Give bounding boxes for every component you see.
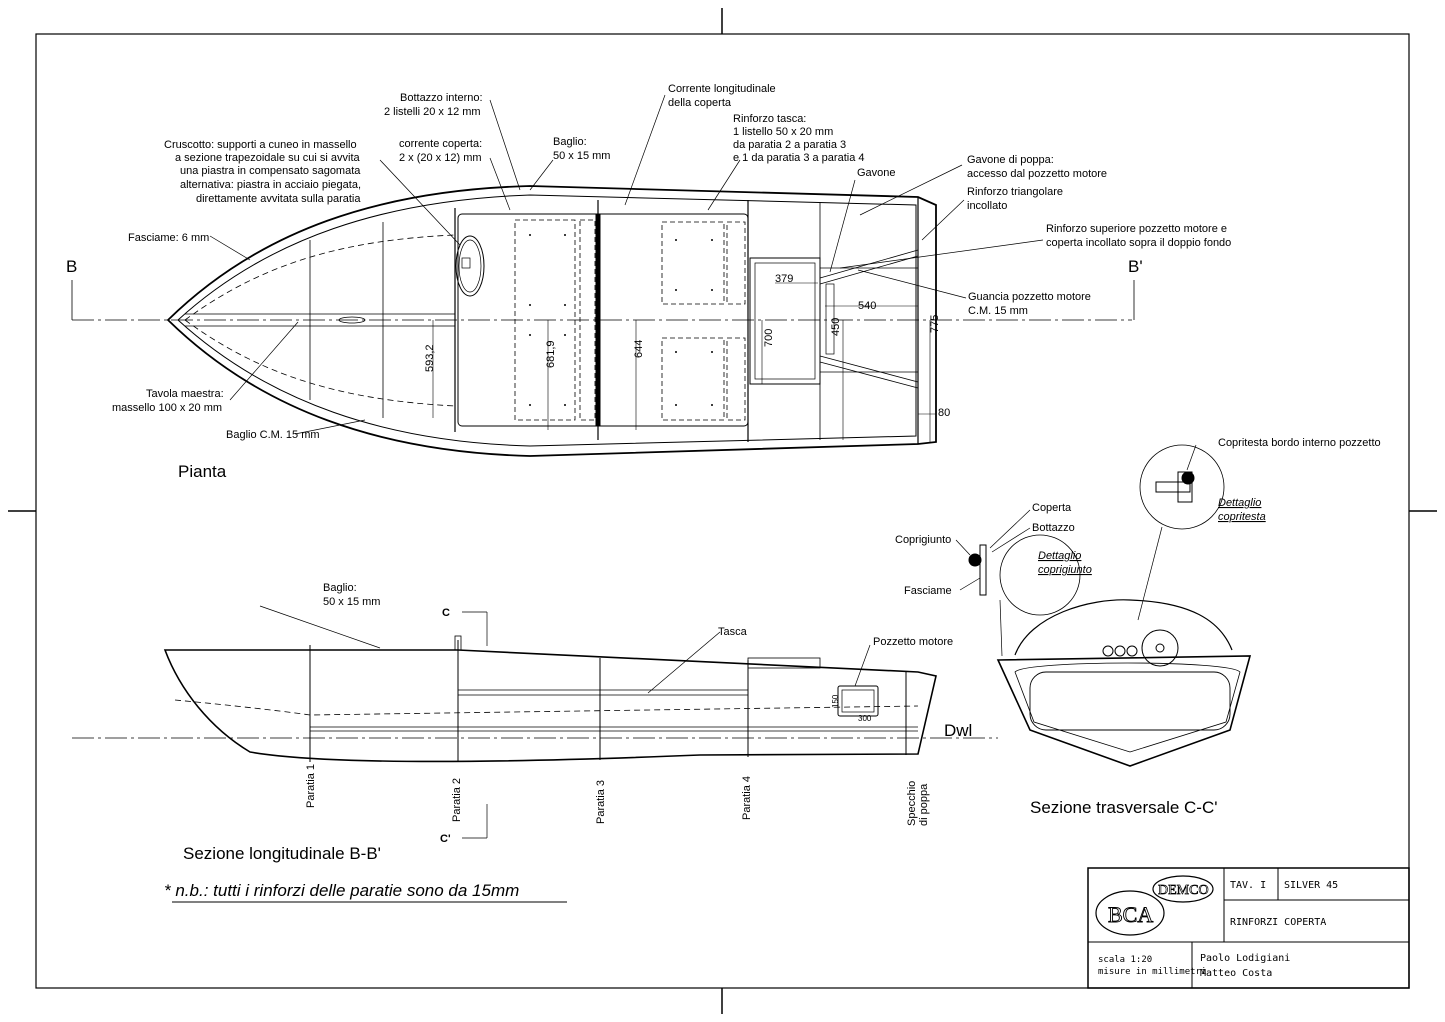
logo-demco: DEMCO bbox=[1158, 883, 1209, 898]
label-guancia-2: C.M. 15 mm bbox=[968, 305, 1028, 317]
label-corrente-coperta-1: corrente coperta: bbox=[399, 138, 482, 150]
transversal-section bbox=[955, 444, 1252, 767]
dim-300: 300 bbox=[858, 714, 872, 723]
label-cruscotto-5: direttamente avvitata sulla paratia bbox=[196, 193, 361, 205]
title-block bbox=[1087, 867, 1410, 989]
label-corrente-longitudinale-1: Corrente longitudinale bbox=[668, 83, 776, 95]
dim-700: 700 bbox=[763, 329, 775, 347]
dim-775: 775 bbox=[929, 315, 941, 333]
logo-demco-ellipse bbox=[1152, 875, 1214, 903]
plan-view bbox=[71, 94, 1135, 457]
logo-bca: BCA bbox=[1108, 902, 1153, 927]
dim-379: 379 bbox=[775, 273, 793, 285]
detail-circle-coprigiunto bbox=[999, 534, 1081, 616]
tb-scale: scala 1:20 bbox=[1098, 955, 1152, 965]
label-cruscotto-1: Cruscotto: supporti a cuneo in massello bbox=[164, 139, 357, 151]
label-rinforzo-tasca-3: da paratia 2 a paratia 3 bbox=[733, 139, 846, 151]
label-dettaglio-copritesta-1: Dettaglio bbox=[1218, 497, 1261, 509]
dim-450: 450 bbox=[830, 318, 842, 336]
tb-author-2: Matteo Costa bbox=[1200, 968, 1272, 979]
label-baglio-2: 50 x 15 mm bbox=[553, 150, 610, 162]
label-long-baglio-1: Baglio: bbox=[323, 582, 357, 594]
label-coprigiunto: Coprigiunto bbox=[895, 534, 951, 546]
label-bottazzo-interno-2: 2 listelli 20 x 12 mm bbox=[384, 106, 481, 118]
label-tavola-maestra-1: Tavola maestra: bbox=[146, 388, 224, 400]
section-letter-b-prime: B' bbox=[1128, 257, 1143, 276]
longitudinal-title: Sezione longitudinale B-B' bbox=[183, 844, 381, 863]
transversal-title: Sezione trasversale C-C' bbox=[1030, 798, 1217, 817]
label-paratia-4: Paratia 4 bbox=[741, 776, 753, 820]
label-section-c-prime: C' bbox=[440, 833, 451, 845]
dim-644: 644 bbox=[633, 340, 645, 358]
label-rinforzo-triangolare-2: incollato bbox=[967, 200, 1007, 212]
label-cruscotto-3: una piastra in compensato sagomata bbox=[180, 165, 361, 177]
label-dettaglio-coprigiunto-2: coprigiunto bbox=[1038, 564, 1092, 576]
note-text: * n.b.: tutti i rinforzi delle paratie s… bbox=[164, 881, 519, 900]
label-gavone-poppa-1: Gavone di poppa: bbox=[967, 154, 1054, 166]
label-coperta: Coperta bbox=[1032, 502, 1072, 514]
tb-model: SILVER 45 bbox=[1284, 880, 1338, 891]
label-bottazzo: Bottazzo bbox=[1032, 522, 1075, 534]
label-dwl: Dwl bbox=[944, 721, 972, 740]
label-copritesta: Copritesta bordo interno pozzetto bbox=[1218, 437, 1381, 449]
label-paratia-2: Paratia 2 bbox=[451, 778, 463, 822]
label-specchio-2: di poppa bbox=[918, 783, 930, 826]
dim-540: 540 bbox=[858, 300, 876, 312]
label-rinforzo-tasca-1: Rinforzo tasca: bbox=[733, 113, 806, 125]
label-gavone: Gavone bbox=[857, 167, 896, 179]
label-bottazzo-interno-1: Bottazzo interno: bbox=[400, 92, 483, 104]
label-cruscotto-4: alternativa: piastra in acciaio piegata, bbox=[180, 179, 361, 191]
label-fasciame-detail: Fasciame bbox=[904, 585, 952, 597]
label-rinforzo-triangolare-1: Rinforzo triangolare bbox=[967, 186, 1063, 198]
label-specchio-1: Specchio bbox=[906, 781, 918, 826]
section-letter-b: B bbox=[66, 257, 77, 276]
label-rinforzo-superiore-2: coperta incollato sopra il doppio fondo bbox=[1046, 237, 1231, 249]
label-rinforzo-tasca-2: 1 listello 50 x 20 mm bbox=[733, 126, 833, 138]
label-section-c: C bbox=[442, 607, 450, 619]
label-gavone-poppa-2: accesso dal pozzetto motore bbox=[967, 168, 1107, 180]
label-long-baglio-2: 50 x 15 mm bbox=[323, 596, 380, 608]
longitudinal-section bbox=[72, 605, 998, 839]
label-corrente-longitudinale-2: della coperta bbox=[668, 97, 732, 109]
label-rinforzo-superiore-1: Rinforzo superiore pozzetto motore e bbox=[1046, 223, 1227, 235]
label-paratia-1: Paratia 1 bbox=[305, 764, 317, 808]
dim-150: 150 bbox=[831, 694, 840, 708]
dim-593-2: 593,2 bbox=[424, 344, 436, 372]
label-baglio-1: Baglio: bbox=[553, 136, 587, 148]
label-tasca: Tasca bbox=[718, 626, 748, 638]
label-baglio-cm: Baglio C.M. 15 mm bbox=[226, 429, 320, 441]
label-guancia-1: Guancia pozzetto motore bbox=[968, 291, 1091, 303]
label-fasciame: Fasciame: 6 mm bbox=[128, 232, 209, 244]
label-rinforzo-tasca-4: e 1 da paratia 3 a paratia 4 bbox=[733, 152, 864, 164]
dim-681-9: 681,9 bbox=[545, 340, 557, 368]
label-corrente-coperta-2: 2 x (20 x 12) mm bbox=[399, 152, 482, 164]
tb-tav: TAV. I bbox=[1230, 880, 1266, 891]
label-paratia-3: Paratia 3 bbox=[595, 780, 607, 824]
tb-author-1: Paolo Lodigiani bbox=[1200, 953, 1290, 964]
label-dettaglio-coprigiunto-1: Dettaglio bbox=[1038, 550, 1081, 562]
dim-80: 80 bbox=[938, 407, 950, 419]
plan-title: Pianta bbox=[178, 462, 227, 481]
label-tavola-maestra-2: massello 100 x 20 mm bbox=[112, 402, 222, 414]
logo-bca-ellipse bbox=[1095, 890, 1165, 936]
tb-subject: RINFORZI COPERTA bbox=[1230, 917, 1326, 928]
label-pozzetto-motore: Pozzetto motore bbox=[873, 636, 953, 648]
tb-units: misure in millimetri bbox=[1098, 967, 1206, 977]
label-dettaglio-copritesta-2: copritesta bbox=[1218, 511, 1266, 523]
detail-circle-copritesta bbox=[1139, 444, 1225, 530]
label-cruscotto-2: a sezione trapezoidale su cui si avvita bbox=[175, 152, 361, 164]
